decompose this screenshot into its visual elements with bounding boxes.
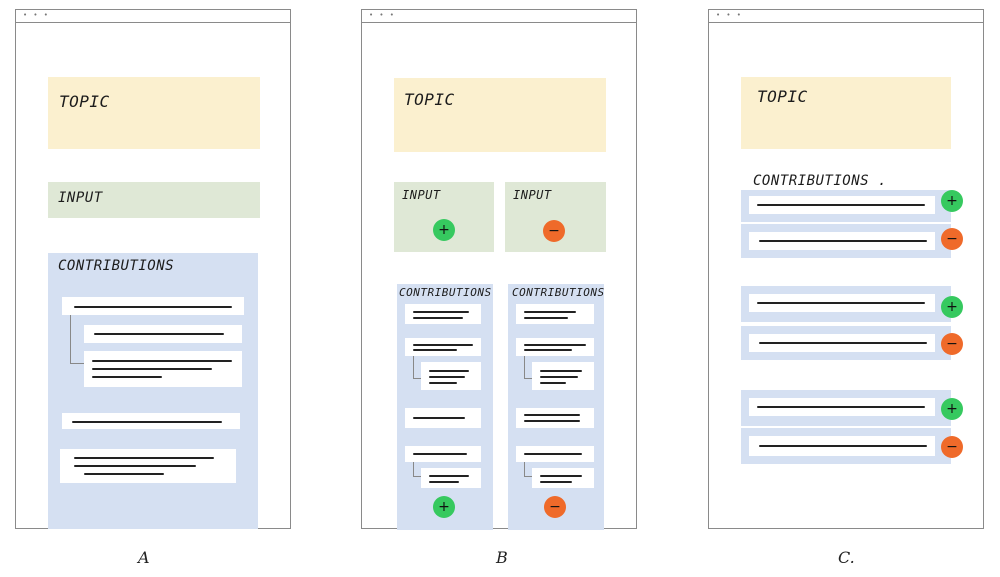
reply-card xyxy=(532,468,594,488)
contributions-panel: CONTRIBUTIONS xyxy=(48,253,258,529)
contribution-card xyxy=(749,232,935,250)
contribution-card xyxy=(405,304,481,324)
window-titlebar: • • • xyxy=(362,10,636,23)
minus-button[interactable]: − xyxy=(544,496,566,518)
topic-label: TOPIC xyxy=(757,87,808,106)
contribution-card xyxy=(749,334,935,352)
contribution-card xyxy=(749,196,935,214)
reply-card xyxy=(532,362,594,390)
contribution-card xyxy=(405,338,481,356)
plus-button[interactable]: + xyxy=(433,219,455,241)
reply-card xyxy=(84,325,242,343)
contribution-card xyxy=(405,446,481,462)
thread-connector xyxy=(524,460,535,477)
caption-a: A xyxy=(138,548,150,567)
minus-button[interactable]: − xyxy=(941,333,963,355)
window-titlebar: • • • xyxy=(16,10,290,23)
contribution-card xyxy=(516,446,594,462)
wireframe-b: • • • TOPIC INPUT + INPUT − CONTRIBUTION… xyxy=(361,9,637,530)
contribution-card xyxy=(62,413,240,429)
contribution-card xyxy=(749,398,935,416)
window-dots: • • • xyxy=(369,11,396,19)
plus-button[interactable]: + xyxy=(941,296,963,318)
minus-button[interactable]: − xyxy=(941,228,963,250)
topic-label: TOPIC xyxy=(404,90,455,109)
contribution-card xyxy=(749,436,935,456)
reply-card xyxy=(421,362,481,390)
minus-button[interactable]: − xyxy=(543,220,565,242)
plus-button[interactable]: + xyxy=(433,496,455,518)
input-label: INPUT xyxy=(58,190,103,206)
plus-button[interactable]: + xyxy=(941,190,963,212)
contribution-row-positive xyxy=(741,286,951,322)
contribution-card xyxy=(60,449,236,483)
contribution-card xyxy=(516,338,594,356)
contribution-row-negative xyxy=(741,326,951,360)
contribution-card xyxy=(62,297,244,315)
wireframe-c: • • • TOPIC CONTRIBUTIONS . + − + − + xyxy=(708,9,984,529)
window-dots: • • • xyxy=(23,11,50,19)
contribution-card xyxy=(749,294,935,312)
thread-connector xyxy=(413,354,424,379)
caption-b: B xyxy=(496,548,508,567)
input-box-negative: INPUT − xyxy=(505,182,606,252)
topic-box: TOPIC xyxy=(394,78,606,152)
thread-connector xyxy=(413,460,424,477)
input-label: INPUT xyxy=(513,188,552,202)
contribution-card xyxy=(516,304,594,324)
minus-button[interactable]: − xyxy=(941,436,963,458)
thread-connector xyxy=(70,313,87,364)
topic-box: TOPIC xyxy=(741,77,951,149)
plus-button[interactable]: + xyxy=(941,398,963,420)
topic-label: TOPIC xyxy=(59,92,110,111)
window-titlebar: • • • xyxy=(709,10,983,23)
wireframe-a: • • • TOPIC INPUT CONTRIBUTIONS xyxy=(15,9,291,529)
contributions-label: CONTRIBUTIONS xyxy=(58,258,175,274)
reply-card xyxy=(84,351,242,387)
contribution-row-negative xyxy=(741,428,951,464)
window-dots: • • • xyxy=(716,11,743,19)
contribution-row-positive xyxy=(741,390,951,426)
contributions-label: CONTRIBUTIONS xyxy=(399,286,492,299)
input-label: INPUT xyxy=(402,188,441,202)
input-box-positive: INPUT + xyxy=(394,182,494,252)
reply-card xyxy=(421,468,481,488)
input-box: INPUT xyxy=(48,182,260,218)
contributions-label: CONTRIBUTIONS xyxy=(512,286,605,299)
contributions-panel-negative: CONTRIBUTIONS − xyxy=(508,284,604,530)
contribution-row-positive xyxy=(741,190,951,222)
contribution-row-negative xyxy=(741,224,951,258)
topic-box: TOPIC xyxy=(48,77,260,149)
thread-connector xyxy=(524,354,535,379)
caption-c: C. xyxy=(838,548,855,567)
contributions-label: CONTRIBUTIONS . xyxy=(753,173,887,189)
contribution-card xyxy=(405,408,481,428)
contributions-panel-positive: CONTRIBUTIONS + xyxy=(397,284,493,530)
contribution-card xyxy=(516,408,594,428)
